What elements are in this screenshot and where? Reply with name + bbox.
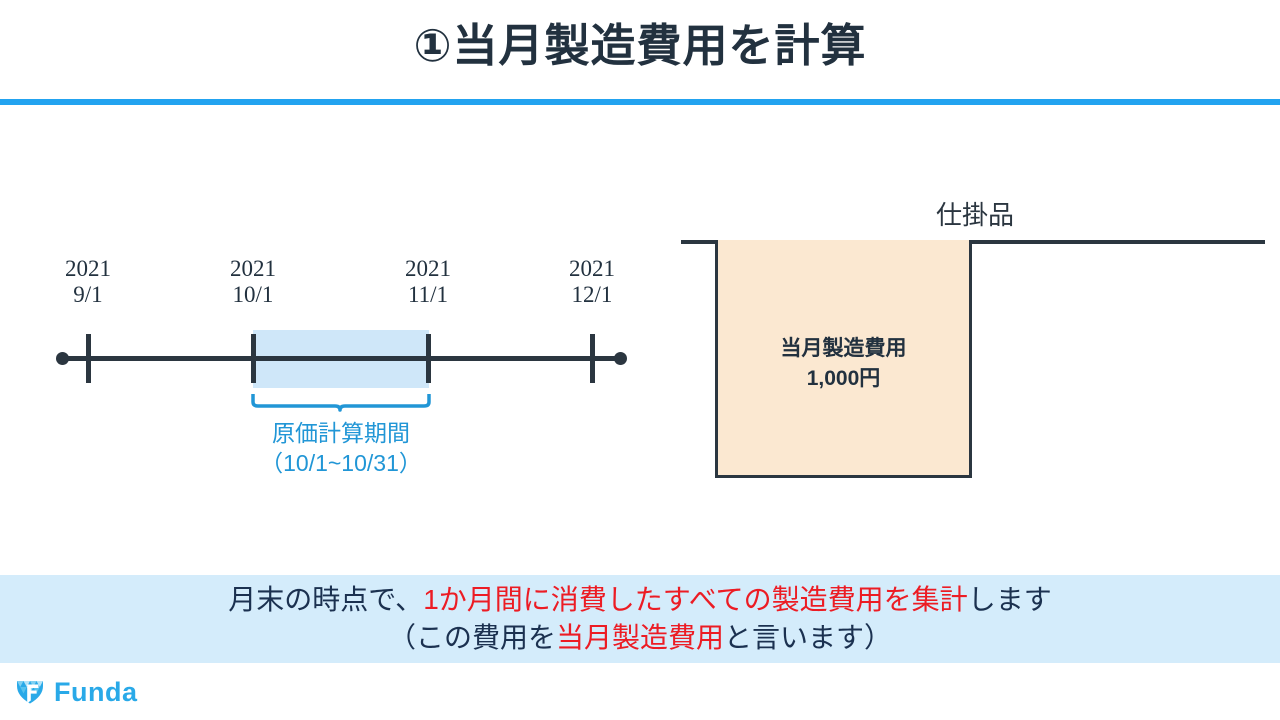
t-account-box-text: 当月製造費用 1,000円 — [718, 334, 969, 394]
caption-line2-suffix: と言います） — [724, 622, 893, 653]
caption-line-1: 月末の時点で、1か月間に消費したすべての製造費用を集計します — [228, 581, 1051, 619]
t-account-title: 仕掛品 — [935, 200, 1014, 230]
brand-wordmark: Funda — [54, 677, 138, 707]
timeline-endpoint-dot-left — [56, 352, 69, 365]
timeline-axis-line — [62, 356, 620, 361]
timeline-date-year: 2021 — [230, 256, 276, 281]
timeline-brace — [251, 393, 431, 413]
timeline-tick-mark — [426, 334, 431, 383]
timeline-date-day: 9/1 — [73, 282, 103, 307]
timeline-date-day: 11/1 — [407, 282, 449, 307]
caption-line2-emphasis: 当月製造費用 — [555, 622, 724, 653]
caption-banner: 月末の時点で、1か月間に消費したすべての製造費用を集計します （この費用を当月製… — [0, 575, 1280, 663]
t-account-box-label: 当月製造費用 — [780, 337, 907, 360]
timeline-diagram: 2021 9/1 2021 10/1 2021 11/1 2021 12/1 原… — [0, 230, 660, 500]
caption-line1-emphasis: 1か月間に消費したすべての製造費用を集計 — [423, 584, 968, 615]
t-account-box-amount: 1,000円 — [806, 367, 881, 390]
timeline-endpoint-dot-right — [614, 352, 627, 365]
t-account-top-rule — [681, 240, 1265, 244]
footer-logo: Funda — [14, 674, 138, 711]
timeline-brace-label-line2: （10/1~10/31） — [260, 450, 422, 476]
caption-line-2: （この費用を当月製造費用と言います） — [388, 619, 892, 657]
caption-line1-suffix: します — [967, 584, 1052, 615]
page-title: ①当月製造費用を計算 — [413, 20, 867, 71]
timeline-date-year: 2021 — [405, 256, 451, 281]
caption-line2-prefix: （この費用を — [387, 622, 556, 653]
timeline-tick-mark — [590, 334, 595, 383]
t-account-diagram: 仕掛品 当月製造費用 1,000円 — [660, 195, 1280, 495]
timeline-date-day: 10/1 — [232, 282, 274, 307]
t-account-debit-box: 当月製造費用 1,000円 — [715, 240, 972, 478]
timeline-date-year: 2021 — [569, 256, 615, 281]
timeline-date-label: 2021 11/1 — [373, 256, 483, 308]
timeline-date-label: 2021 10/1 — [198, 256, 308, 308]
timeline-date-day: 12/1 — [571, 282, 613, 307]
timeline-tick-mark — [251, 334, 256, 383]
title-underline-rule — [0, 99, 1280, 105]
gem-icon — [14, 674, 46, 711]
timeline-date-year: 2021 — [65, 256, 111, 281]
timeline-date-label: 2021 9/1 — [33, 256, 143, 308]
timeline-brace-label: 原価計算期間 （10/1~10/31） — [211, 418, 471, 478]
timeline-tick-mark — [86, 334, 91, 383]
slide-header: ①当月製造費用を計算 — [0, 0, 1280, 105]
caption-line1-prefix: 月末の時点で、 — [228, 584, 424, 615]
timeline-brace-label-line1: 原価計算期間 — [272, 420, 410, 446]
timeline-date-label: 2021 12/1 — [537, 256, 647, 308]
